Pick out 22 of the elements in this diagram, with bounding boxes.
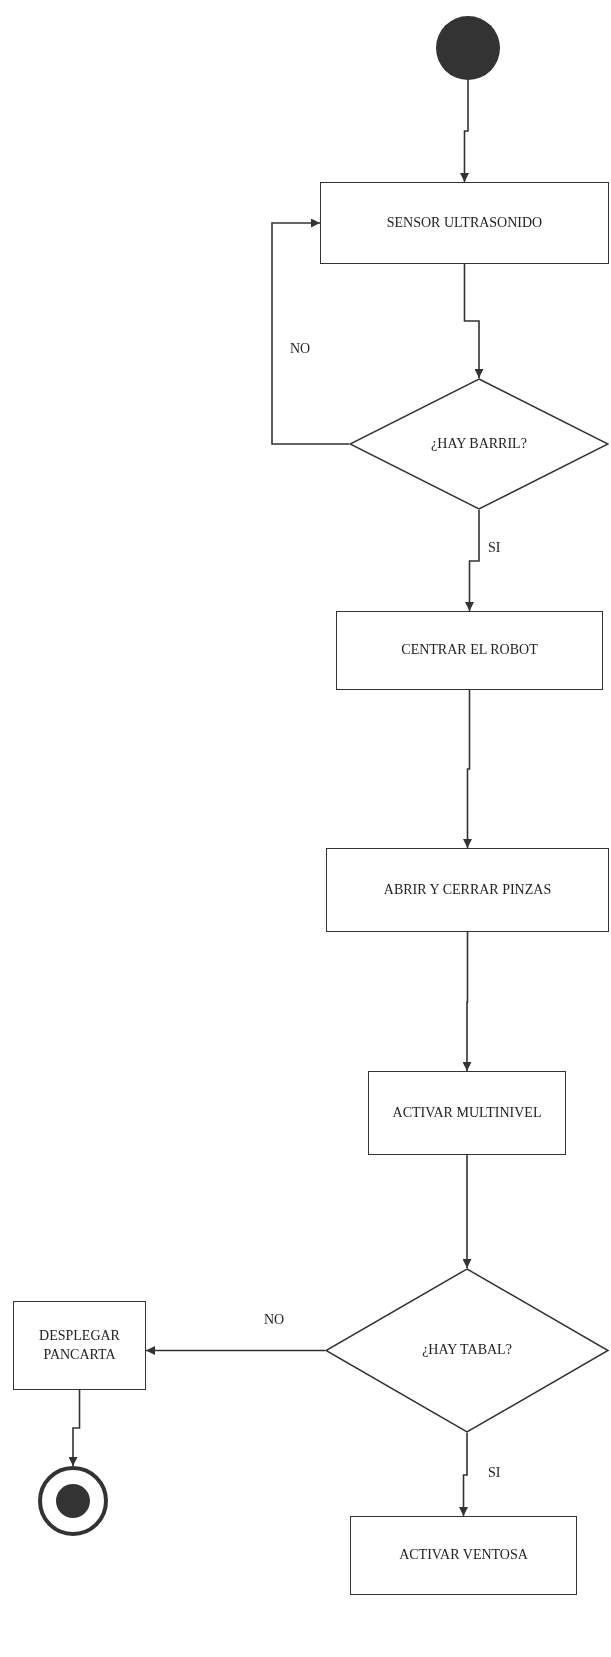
arrow <box>145 1346 326 1355</box>
edge-label: SI <box>486 541 503 555</box>
process-box: ACTIVAR MULTINIVEL <box>368 1071 566 1155</box>
arrow <box>463 689 472 849</box>
arrow <box>462 1154 472 1269</box>
process-box: CENTRAR EL ROBOT <box>336 611 603 690</box>
arrow <box>462 931 472 1072</box>
arrow <box>460 79 469 183</box>
process-box: ACTIVAR VENTOSA <box>350 1516 577 1595</box>
arrow <box>465 509 480 612</box>
arrow <box>271 218 350 445</box>
arrow <box>459 1432 468 1517</box>
process-box: DESPLEGAR PANCARTA <box>13 1301 146 1390</box>
process-box: SENSOR ULTRASONIDO <box>320 182 609 264</box>
decision-diamond: ¿HAY TABAL? <box>325 1268 609 1433</box>
arrow <box>68 1389 81 1467</box>
edge-label: NO <box>262 1313 287 1327</box>
edge-label: SI <box>486 1466 503 1480</box>
process-box: ABRIR Y CERRAR PINZAS <box>326 848 609 932</box>
arrow <box>463 263 484 379</box>
edge-label: NO <box>288 342 313 356</box>
decision-diamond: ¿HAY BARRIL? <box>349 378 609 510</box>
